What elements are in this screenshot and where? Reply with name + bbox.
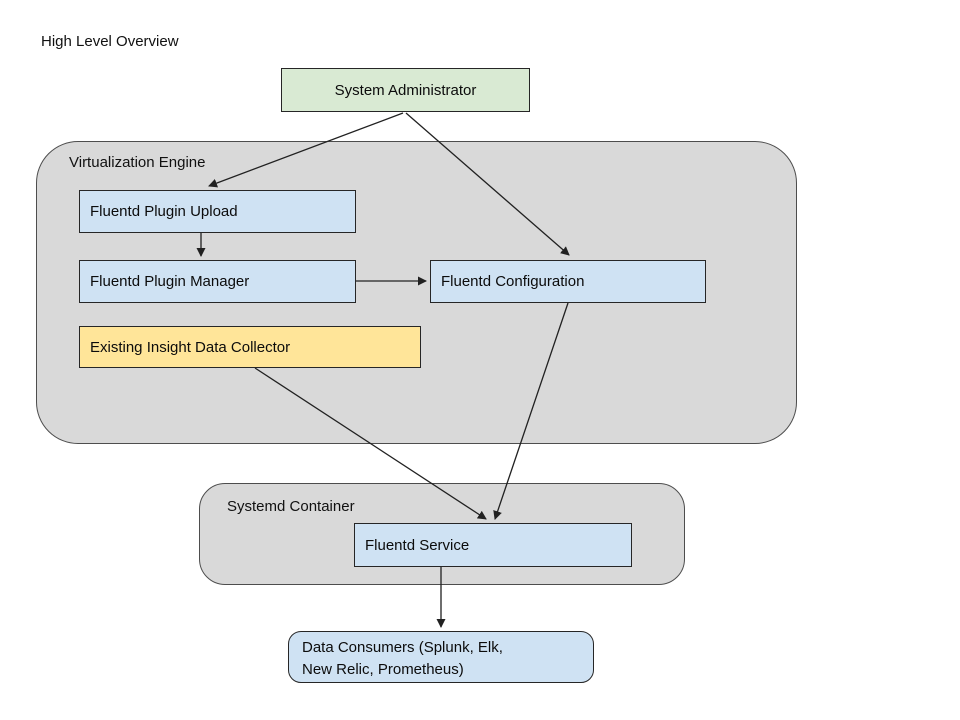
arrow-system-administrator-to-fluentd-configuration <box>405 112 570 256</box>
node-fluentd-plugin-upload-label: Fluentd Plugin Upload <box>90 203 238 220</box>
node-data-consumers-label-line2: New Relic, Prometheus) <box>302 661 464 678</box>
node-fluentd-service: Fluentd Service <box>354 523 632 567</box>
node-fluentd-plugin-upload: Fluentd Plugin Upload <box>79 190 356 233</box>
node-fluentd-plugin-manager: Fluentd Plugin Manager <box>79 260 356 303</box>
arrow-fluentd-configuration-to-fluentd-service <box>493 302 569 520</box>
node-fluentd-configuration: Fluentd Configuration <box>430 260 706 303</box>
arrow-system-administrator-to-fluentd-plugin-upload <box>208 112 404 188</box>
node-fluentd-configuration-label: Fluentd Configuration <box>441 273 585 290</box>
node-data-consumers: Data Consumers (Splunk, Elk, New Relic, … <box>288 631 594 683</box>
node-system-administrator: System Administrator <box>281 68 530 112</box>
node-fluentd-service-label: Fluentd Service <box>365 536 470 554</box>
group-systemd-container-label: Systemd Container <box>227 498 355 515</box>
node-existing-insight-data-collector-label: Existing Insight Data Collector <box>90 338 291 356</box>
page-title: High Level Overview <box>41 33 179 50</box>
node-system-administrator-label: System Administrator <box>334 81 477 99</box>
node-data-consumers-label-line1: Data Consumers (Splunk, Elk, <box>302 639 503 656</box>
group-virtualization-engine-label: Virtualization Engine <box>69 154 206 171</box>
arrow-existing-insight-data-collector-to-fluentd-service <box>254 367 487 520</box>
node-existing-insight-data-collector: Existing Insight Data Collector <box>79 326 421 368</box>
node-fluentd-plugin-manager-label: Fluentd Plugin Manager <box>90 273 250 290</box>
